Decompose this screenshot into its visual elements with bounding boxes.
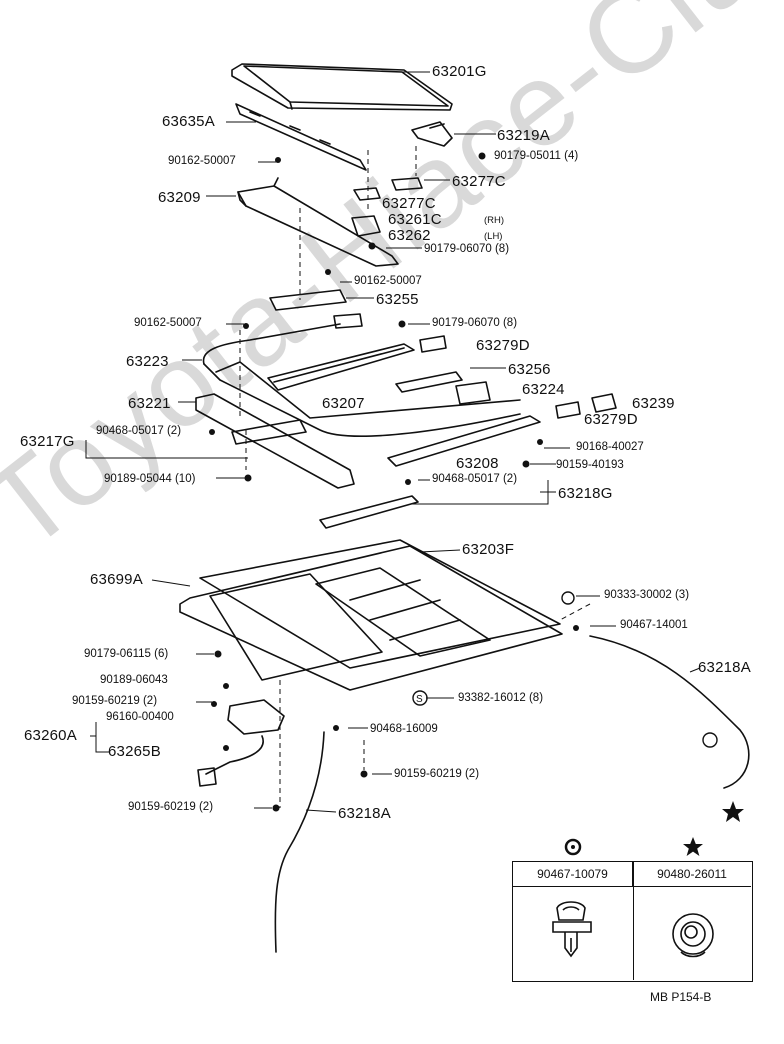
label-rh: (RH) bbox=[484, 215, 505, 226]
label-63277c-a: 63277C bbox=[452, 173, 506, 190]
label-63699a: 63699A bbox=[90, 571, 143, 588]
label-90467-14001: 90467-14001 bbox=[620, 619, 688, 631]
drain-hose-left bbox=[274, 731, 325, 953]
legend-header-col1: 90467-10079 bbox=[513, 862, 633, 887]
label-90159-60219-c: 90159-60219 (2) bbox=[128, 801, 214, 813]
clip-symbol-icon bbox=[564, 838, 582, 856]
part-63224 bbox=[455, 381, 491, 405]
fastener-legend-table: 90467-10079 90480-26011 bbox=[512, 861, 753, 982]
label-90168-40027: 90168-40027 bbox=[576, 441, 644, 453]
label-63207: 63207 bbox=[322, 395, 365, 412]
drain-hose-right bbox=[589, 635, 750, 789]
bracket-63277c-right bbox=[391, 177, 423, 191]
deflector bbox=[237, 177, 399, 267]
label-63219a: 63219A bbox=[497, 127, 550, 144]
label-63255: 63255 bbox=[376, 291, 419, 308]
label-90189-06043: 90189-06043 bbox=[100, 674, 168, 686]
label-90179-06115: 90179-06115 (6) bbox=[84, 648, 169, 660]
label-63260a: 63260A bbox=[24, 727, 77, 744]
clip-fastener-icon bbox=[552, 901, 592, 958]
label-90159-40193: 90159-40193 bbox=[556, 459, 624, 471]
label-90468-05017-a: 90468-05017 (2) bbox=[96, 425, 182, 437]
label-90468-16009: 90468-16009 bbox=[370, 723, 438, 735]
plate-63255 bbox=[269, 289, 347, 311]
label-90468-05017-b: 90468-05017 (2) bbox=[432, 473, 518, 485]
part-63279d-left bbox=[419, 335, 447, 353]
part-63239 bbox=[591, 393, 617, 413]
figure-reference: MB P154-B bbox=[650, 990, 712, 1004]
label-63239: 63239 bbox=[632, 395, 675, 412]
label-63261c: 63261C bbox=[388, 211, 442, 228]
label-90162-50007-a: 90162-50007 bbox=[168, 155, 236, 167]
bracket-63261c bbox=[351, 215, 381, 237]
seal-strip bbox=[235, 103, 367, 171]
label-63209: 63209 bbox=[158, 189, 201, 206]
label-90179-05011: 90179-05011 (4) bbox=[494, 150, 579, 162]
bracket-63219a bbox=[411, 121, 453, 147]
drive-motor bbox=[197, 699, 285, 787]
legend-header-col2: 90480-26011 bbox=[633, 862, 751, 887]
label-63218a-b: 63218A bbox=[338, 805, 391, 822]
part-63279d-right bbox=[555, 401, 581, 419]
grommet-icon bbox=[672, 913, 714, 958]
guide-rail bbox=[195, 393, 355, 489]
label-90179-06070-a: 90179-06070 (8) bbox=[424, 243, 510, 255]
label-63218a-a: 63218A bbox=[698, 659, 751, 676]
rail-63208 bbox=[387, 415, 541, 467]
label-90179-06070-b: 90179-06070 (8) bbox=[432, 317, 518, 329]
svg-text:S: S bbox=[416, 694, 423, 705]
label-lh: (LH) bbox=[484, 231, 503, 242]
drive-cable bbox=[202, 323, 521, 437]
label-63224: 63224 bbox=[522, 381, 565, 398]
label-96160-00400: 96160-00400 bbox=[106, 711, 174, 723]
label-63208: 63208 bbox=[456, 455, 499, 472]
label-63221: 63221 bbox=[128, 395, 171, 412]
part-63256 bbox=[395, 371, 463, 393]
glass-panel bbox=[231, 63, 453, 111]
label-90189-05044: 90189-05044 (10) bbox=[104, 473, 196, 485]
clamp bbox=[333, 313, 363, 329]
star-icon bbox=[722, 801, 744, 822]
label-63217g: 63217G bbox=[20, 433, 75, 450]
rail-63207 bbox=[267, 343, 415, 391]
label-63256: 63256 bbox=[508, 361, 551, 378]
label-90159-60219-b: 90159-60219 (2) bbox=[394, 768, 480, 780]
label-63203f: 63203F bbox=[462, 541, 515, 558]
bracket-63277c-left bbox=[353, 187, 381, 201]
label-90162-50007-b: 90162-50007 bbox=[354, 275, 422, 287]
label-63262: 63262 bbox=[388, 227, 431, 244]
drain-bracket bbox=[319, 495, 419, 529]
star-symbol-icon bbox=[683, 837, 703, 856]
label-63635a: 63635A bbox=[162, 113, 215, 130]
label-63279d-a: 63279D bbox=[476, 337, 530, 354]
label-63201g: 63201G bbox=[432, 63, 487, 80]
label-63223: 63223 bbox=[126, 353, 169, 370]
label-90162-50007-c: 90162-50007 bbox=[134, 317, 202, 329]
label-63279d-b: 63279D bbox=[584, 411, 638, 428]
label-63265b: 63265B bbox=[108, 743, 161, 760]
label-93382-16012: 93382-16012 (8) bbox=[458, 692, 544, 704]
label-63218g: 63218G bbox=[558, 485, 613, 502]
label-63277c-b: 63277C bbox=[382, 195, 436, 212]
label-90333-30002: 90333-30002 (3) bbox=[604, 589, 690, 601]
label-90159-60219-a: 90159-60219 (2) bbox=[72, 695, 158, 707]
sunroof-housing bbox=[179, 539, 563, 691]
